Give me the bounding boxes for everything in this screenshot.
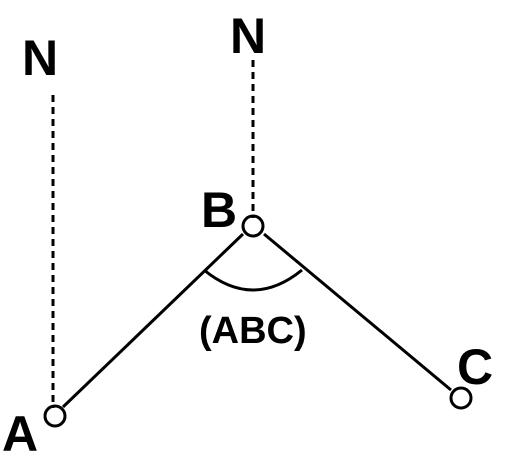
station-c-marker bbox=[449, 386, 473, 410]
station-a-marker bbox=[43, 404, 67, 428]
leg-ab bbox=[61, 232, 245, 409]
angle-label: (ABC) bbox=[199, 310, 307, 352]
point-label-c: C bbox=[457, 339, 493, 395]
point-label-b: B bbox=[201, 182, 237, 238]
point-label-a: A bbox=[2, 406, 38, 462]
north-label-right: N bbox=[230, 8, 266, 64]
north-label-left: N bbox=[22, 30, 58, 86]
station-b-marker bbox=[241, 214, 265, 238]
angle-arc bbox=[203, 268, 303, 292]
leg-bc bbox=[263, 232, 452, 392]
